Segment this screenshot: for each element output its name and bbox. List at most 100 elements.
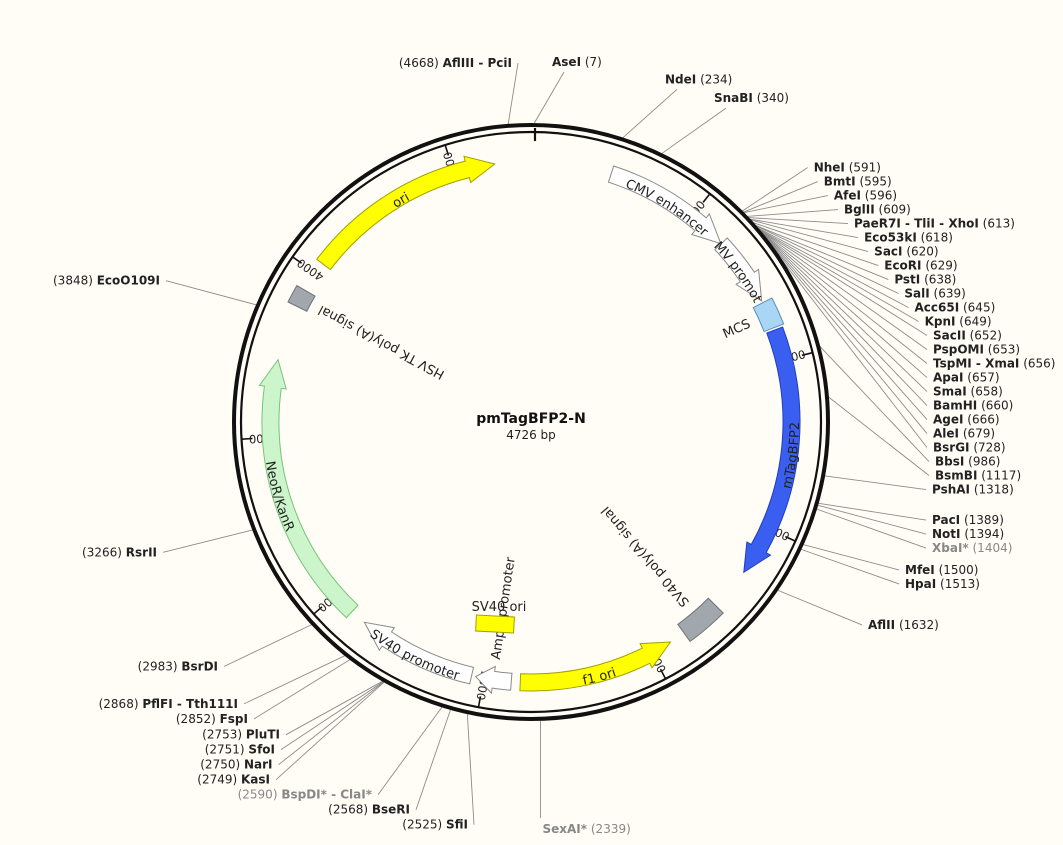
site-pos-pflfi-tth111i: (2868) (99, 696, 143, 710)
site-pos-psti: (638) (920, 272, 956, 286)
site-pos-bamhi: (660) (977, 398, 1013, 412)
site-pos-bseri: (2568) (328, 802, 372, 816)
site-pos-acc65i: (645) (959, 300, 995, 314)
site-psti: PstI (638) (894, 272, 956, 286)
leader-bspdi-clai (377, 706, 443, 795)
site-apai: ApaI (657) (933, 370, 1000, 384)
site-sexai: SexAI* (2339) (543, 822, 631, 836)
site-ecori: EcoRI (629) (884, 258, 957, 272)
site-pos-nhei: (591) (845, 160, 881, 174)
site-pos-hpai: (1513) (936, 576, 980, 590)
site-name-ecori: EcoRI (884, 258, 921, 272)
leader-sali (754, 224, 899, 294)
tick-3000 (313, 606, 323, 615)
feature-track: CMV enhancerCMV promoterMCSmTagBFP2SV40 … (0, 0, 803, 695)
site-noti: NotI (1394) (932, 527, 1004, 541)
feature-label-ori: ori (390, 190, 412, 212)
site-pos-bmti: (595) (856, 174, 892, 188)
site-name-pflfi-tth111i: PflFI - Tth111I (142, 696, 238, 710)
site-pos-bspdi-clai: (2590) (238, 787, 282, 801)
site-name-smai: SmaI (933, 384, 967, 398)
site-pos-xbai: (1404) (969, 541, 1013, 555)
feature-shape-f1-ori (519, 641, 672, 692)
leader-pshai (824, 475, 927, 490)
site-pflfi-tth111i: (2868) PflFI - Tth111I (99, 696, 238, 710)
leader-ndei (621, 88, 678, 139)
leader-smai (759, 230, 928, 392)
site-name-xbai: XbaI* (932, 541, 969, 555)
site-name-fspi: FspI (220, 711, 248, 725)
leader-bsmbi (827, 396, 930, 476)
tick-2500 (477, 696, 482, 708)
feature-mtagbfp2: mTagBFP2 (743, 326, 803, 574)
site-pos-afliii-pcii: (4668) (399, 56, 443, 70)
leader-mfei (802, 544, 900, 571)
leader-kpni (757, 227, 919, 322)
site-bsmbi: BsmBI (1117) (935, 468, 1021, 482)
leader-apai (759, 230, 928, 378)
site-name-bseri: BseRI (372, 802, 410, 816)
site-sfoi: (2751) SfoI (205, 742, 275, 756)
leader-fspi (253, 658, 351, 720)
site-name-bspdi-clai: BspDI* - ClaI* (281, 787, 372, 801)
sv40-ori-label: SV40 ori (472, 600, 527, 615)
leader-hpai (800, 548, 900, 585)
leader-snabi (660, 107, 727, 155)
site-name-kasi: KasI (241, 772, 270, 786)
site-snabi: SnaBI (340) (714, 91, 789, 105)
site-name-tspmi-xmai: TspMI - XmaI (933, 356, 1019, 370)
site-name-aflii: AflII (868, 617, 895, 631)
leader-acc65i (756, 226, 909, 308)
leader-afliii-pcii (507, 62, 519, 125)
leader-pflfi-tth111i (243, 654, 346, 705)
leader-kasi (275, 681, 385, 781)
site-afliii-pcii: (4668) AflIII - PciI (399, 56, 512, 70)
site-tspmi-xmai: TspMI - XmaI (656) (933, 356, 1055, 370)
site-name-nari: NarI (244, 757, 273, 771)
site-pos-tspmi-xmai: (656) (1019, 356, 1055, 370)
site-name-paci: PacI (932, 513, 960, 527)
site-name-pspomi: PspOMI (933, 342, 984, 356)
leader-aflii (776, 589, 863, 626)
site-mfei: MfeI (1500) (905, 562, 978, 576)
leader-paer7i-tlii-xhoi (747, 217, 849, 224)
sv40-ori-box (475, 614, 515, 634)
site-pos-aflii: (1632) (895, 617, 939, 631)
feature-cmv-promoter: CMV promoter (0, 0, 764, 305)
site-pluti: (2753) PluTI (202, 727, 280, 741)
site-pos-alei: (679) (959, 426, 995, 440)
site-pos-kasi: (2749) (197, 772, 241, 786)
site-paer7i-tlii-xhoi: PaeR7I - TliI - XhoI (613) (854, 216, 1015, 230)
site-eco53ki: Eco53kI (618) (864, 230, 953, 244)
feature-ori: ori (316, 155, 496, 271)
leader-paci (817, 502, 927, 521)
site-pos-apai: (657) (963, 370, 999, 384)
leader-noti (817, 504, 927, 535)
feature-sv40-promoter: SV40 promoter (363, 621, 475, 685)
site-name-kpni: KpnI (925, 314, 956, 328)
site-pos-bsmbi: (1117) (977, 468, 1021, 482)
site-bmti: BmtI (595) (824, 174, 892, 188)
leader-afei (743, 195, 828, 214)
site-bamhi: BamHI (660) (933, 398, 1013, 412)
site-pos-bsrgi: (728) (970, 440, 1006, 454)
site-ecoo109i: (3848) EcoO109I (53, 273, 160, 287)
site-name-bsrgi: BsrGI (933, 440, 970, 454)
site-name-psti: PstI (894, 272, 920, 286)
site-name-afliii-pcii: AflIII - PciI (443, 56, 512, 70)
feature-f1-ori: f1 ori (519, 641, 672, 692)
leader-xbai (815, 508, 927, 549)
leader-bamhi (759, 231, 928, 406)
feature-shape-neor-kanr (258, 358, 359, 619)
leader-rsrii (162, 529, 254, 553)
site-pos-sfii: (2525) (402, 817, 446, 831)
site-name-bsmbi: BsmBI (935, 468, 977, 482)
site-nhei: NheI (591) (814, 160, 881, 174)
site-pos-ecori: (629) (922, 258, 958, 272)
site-pos-sfoi: (2751) (205, 742, 249, 756)
tick-1500 (785, 535, 796, 542)
site-name-agei: AgeI (933, 412, 963, 426)
feature-label-mcs: MCS (721, 317, 753, 342)
site-name-afei: AfeI (834, 188, 861, 202)
